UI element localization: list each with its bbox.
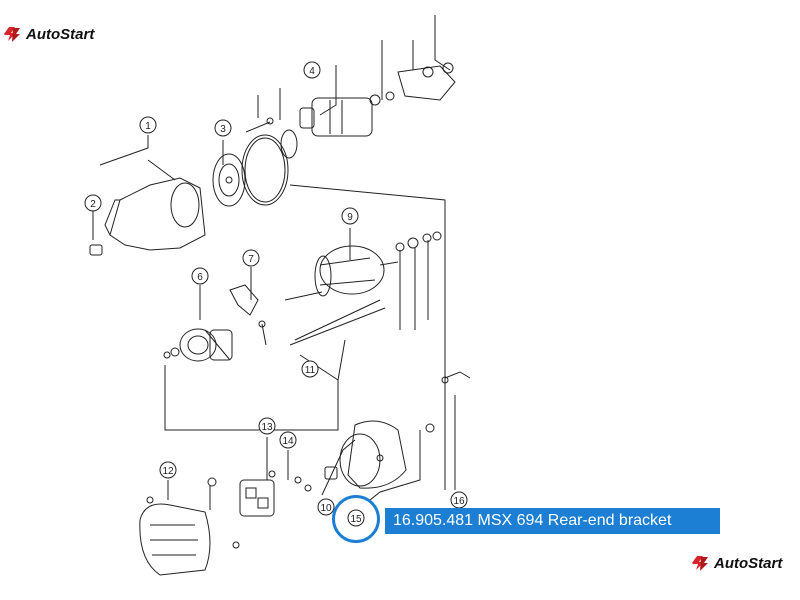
callout-15-highlight[interactable]	[332, 495, 380, 543]
callout-13[interactable]: 13	[258, 417, 276, 435]
part-tooltip: 16.905.481 MSX 694 Rear-end bracket	[385, 508, 720, 534]
callout-9[interactable]: 9	[341, 207, 359, 225]
callout-11[interactable]: 11	[301, 360, 319, 378]
svg-text:14: 14	[282, 436, 294, 447]
autostart-logo-icon	[692, 556, 708, 571]
callout-7[interactable]: 7	[242, 249, 260, 267]
callout-14[interactable]: 14	[279, 431, 297, 449]
callout-3[interactable]: 3	[214, 119, 232, 137]
brand-logo-bottom: AutoStart	[690, 553, 782, 573]
brand-name: AutoStart	[26, 25, 95, 43]
svg-text:7: 7	[248, 254, 254, 265]
svg-text:13: 13	[261, 422, 273, 433]
callout-4[interactable]: 4	[303, 61, 321, 79]
svg-text:2: 2	[90, 199, 96, 210]
svg-text:3: 3	[220, 124, 226, 135]
svg-text:6: 6	[197, 272, 203, 283]
part-callouts: 1 2 3 4 6 7 9 10 11 12 13 14 15 16	[84, 61, 468, 527]
callout-6[interactable]: 6	[191, 267, 209, 285]
svg-text:11: 11	[305, 365, 316, 376]
svg-text:12: 12	[162, 466, 174, 477]
brand-name: AutoStart	[714, 554, 783, 572]
callout-2[interactable]: 2	[84, 194, 102, 212]
svg-text:1: 1	[145, 121, 151, 132]
callout-1[interactable]: 1	[139, 116, 157, 134]
brand-logo-top: AutoStart	[2, 24, 94, 44]
svg-text:9: 9	[347, 212, 353, 223]
autostart-logo-icon	[4, 27, 20, 42]
callout-10[interactable]: 10	[317, 498, 335, 516]
svg-text:4: 4	[309, 66, 315, 77]
svg-text:16: 16	[453, 496, 465, 507]
callout-12[interactable]: 12	[159, 461, 177, 479]
callout-16[interactable]: 16	[450, 491, 468, 509]
svg-text:10: 10	[320, 503, 332, 514]
